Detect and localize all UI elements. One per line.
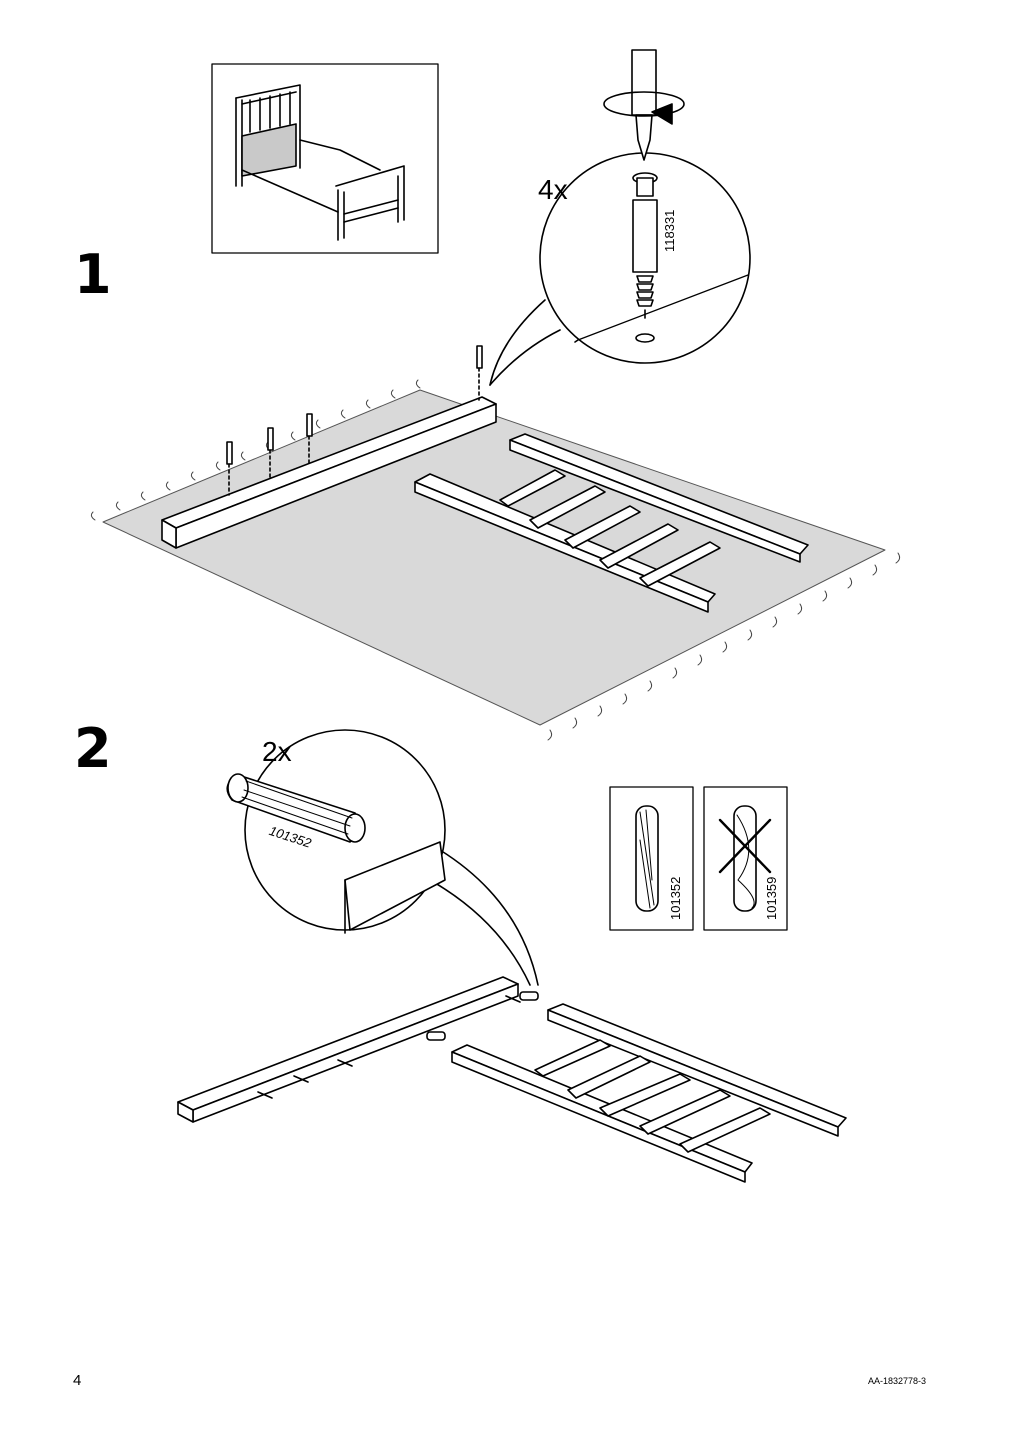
wooden-dowel-icon xyxy=(226,773,366,843)
screwdriver-icon xyxy=(631,49,657,161)
step-2-quantity: 2x xyxy=(262,736,292,767)
rug xyxy=(90,379,901,741)
rotate-arrow-icon xyxy=(603,91,685,125)
cross-out-icon xyxy=(718,818,772,874)
page-number: 4 xyxy=(73,1372,82,1389)
dowels-step2 xyxy=(257,991,539,1099)
cam-bolt-detail xyxy=(632,172,658,319)
wrong-dowel-part-number: 101359 xyxy=(764,876,779,920)
slat-frame-step2 xyxy=(451,1003,847,1183)
step-1-number: 1 xyxy=(74,243,112,306)
step-2-number: 2 xyxy=(74,717,112,780)
detail-magnifier-step1 xyxy=(489,152,751,386)
step-1-quantity: 4x xyxy=(538,174,568,205)
side-rail-step1 xyxy=(161,396,497,549)
dowel-wrong-box xyxy=(703,786,788,931)
step-1-part-number: 118331 xyxy=(662,209,677,252)
side-rail-step2 xyxy=(177,976,519,1123)
bed-overview-icon xyxy=(211,63,439,254)
slat-frame-step1 xyxy=(414,433,809,613)
cam-bolt-icon xyxy=(226,345,483,496)
correct-dowel-part-number: 101352 xyxy=(668,876,683,920)
dowel-correct-box xyxy=(609,786,694,931)
document-code: AA-1832778-3 xyxy=(868,1376,927,1386)
detail-magnifier-step2 xyxy=(244,729,539,986)
